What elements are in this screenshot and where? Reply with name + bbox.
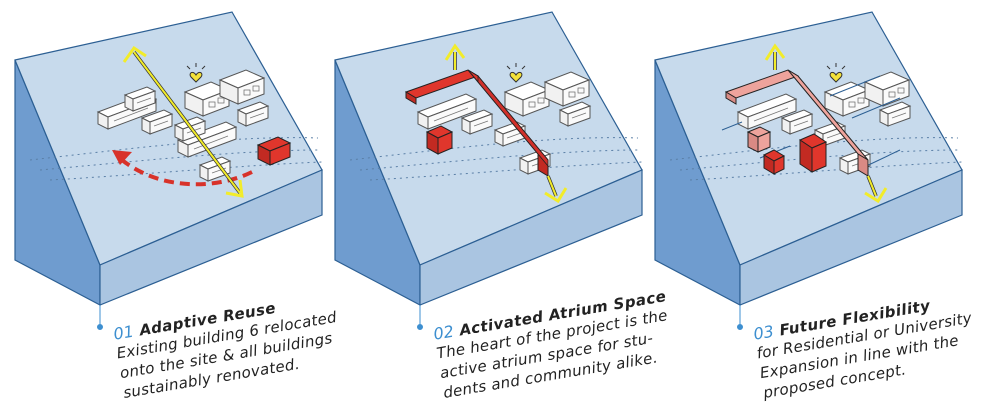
expansion-building-red (762, 149, 786, 175)
axis-arrow-icon (122, 45, 244, 198)
axis-arrow-icon (764, 43, 888, 204)
panel-2-site-block (334, 11, 643, 306)
site-contour-lines (29, 137, 323, 181)
atrium-space-pink (724, 69, 869, 177)
relocation-arrow-head (112, 150, 132, 165)
axis-arrow-icon (444, 43, 568, 204)
expansion-building-red-large (798, 133, 828, 173)
site-front-face (99, 169, 323, 306)
site-contour-lines (349, 137, 643, 181)
site-front-face (739, 169, 963, 306)
relocation-arrow-icon (120, 158, 253, 187)
expansion-building-pink (746, 126, 772, 153)
relocated-building-red (256, 136, 292, 166)
site-front-face (419, 169, 643, 306)
relocated-building-red (425, 125, 454, 155)
caption-leaders (97, 305, 743, 330)
